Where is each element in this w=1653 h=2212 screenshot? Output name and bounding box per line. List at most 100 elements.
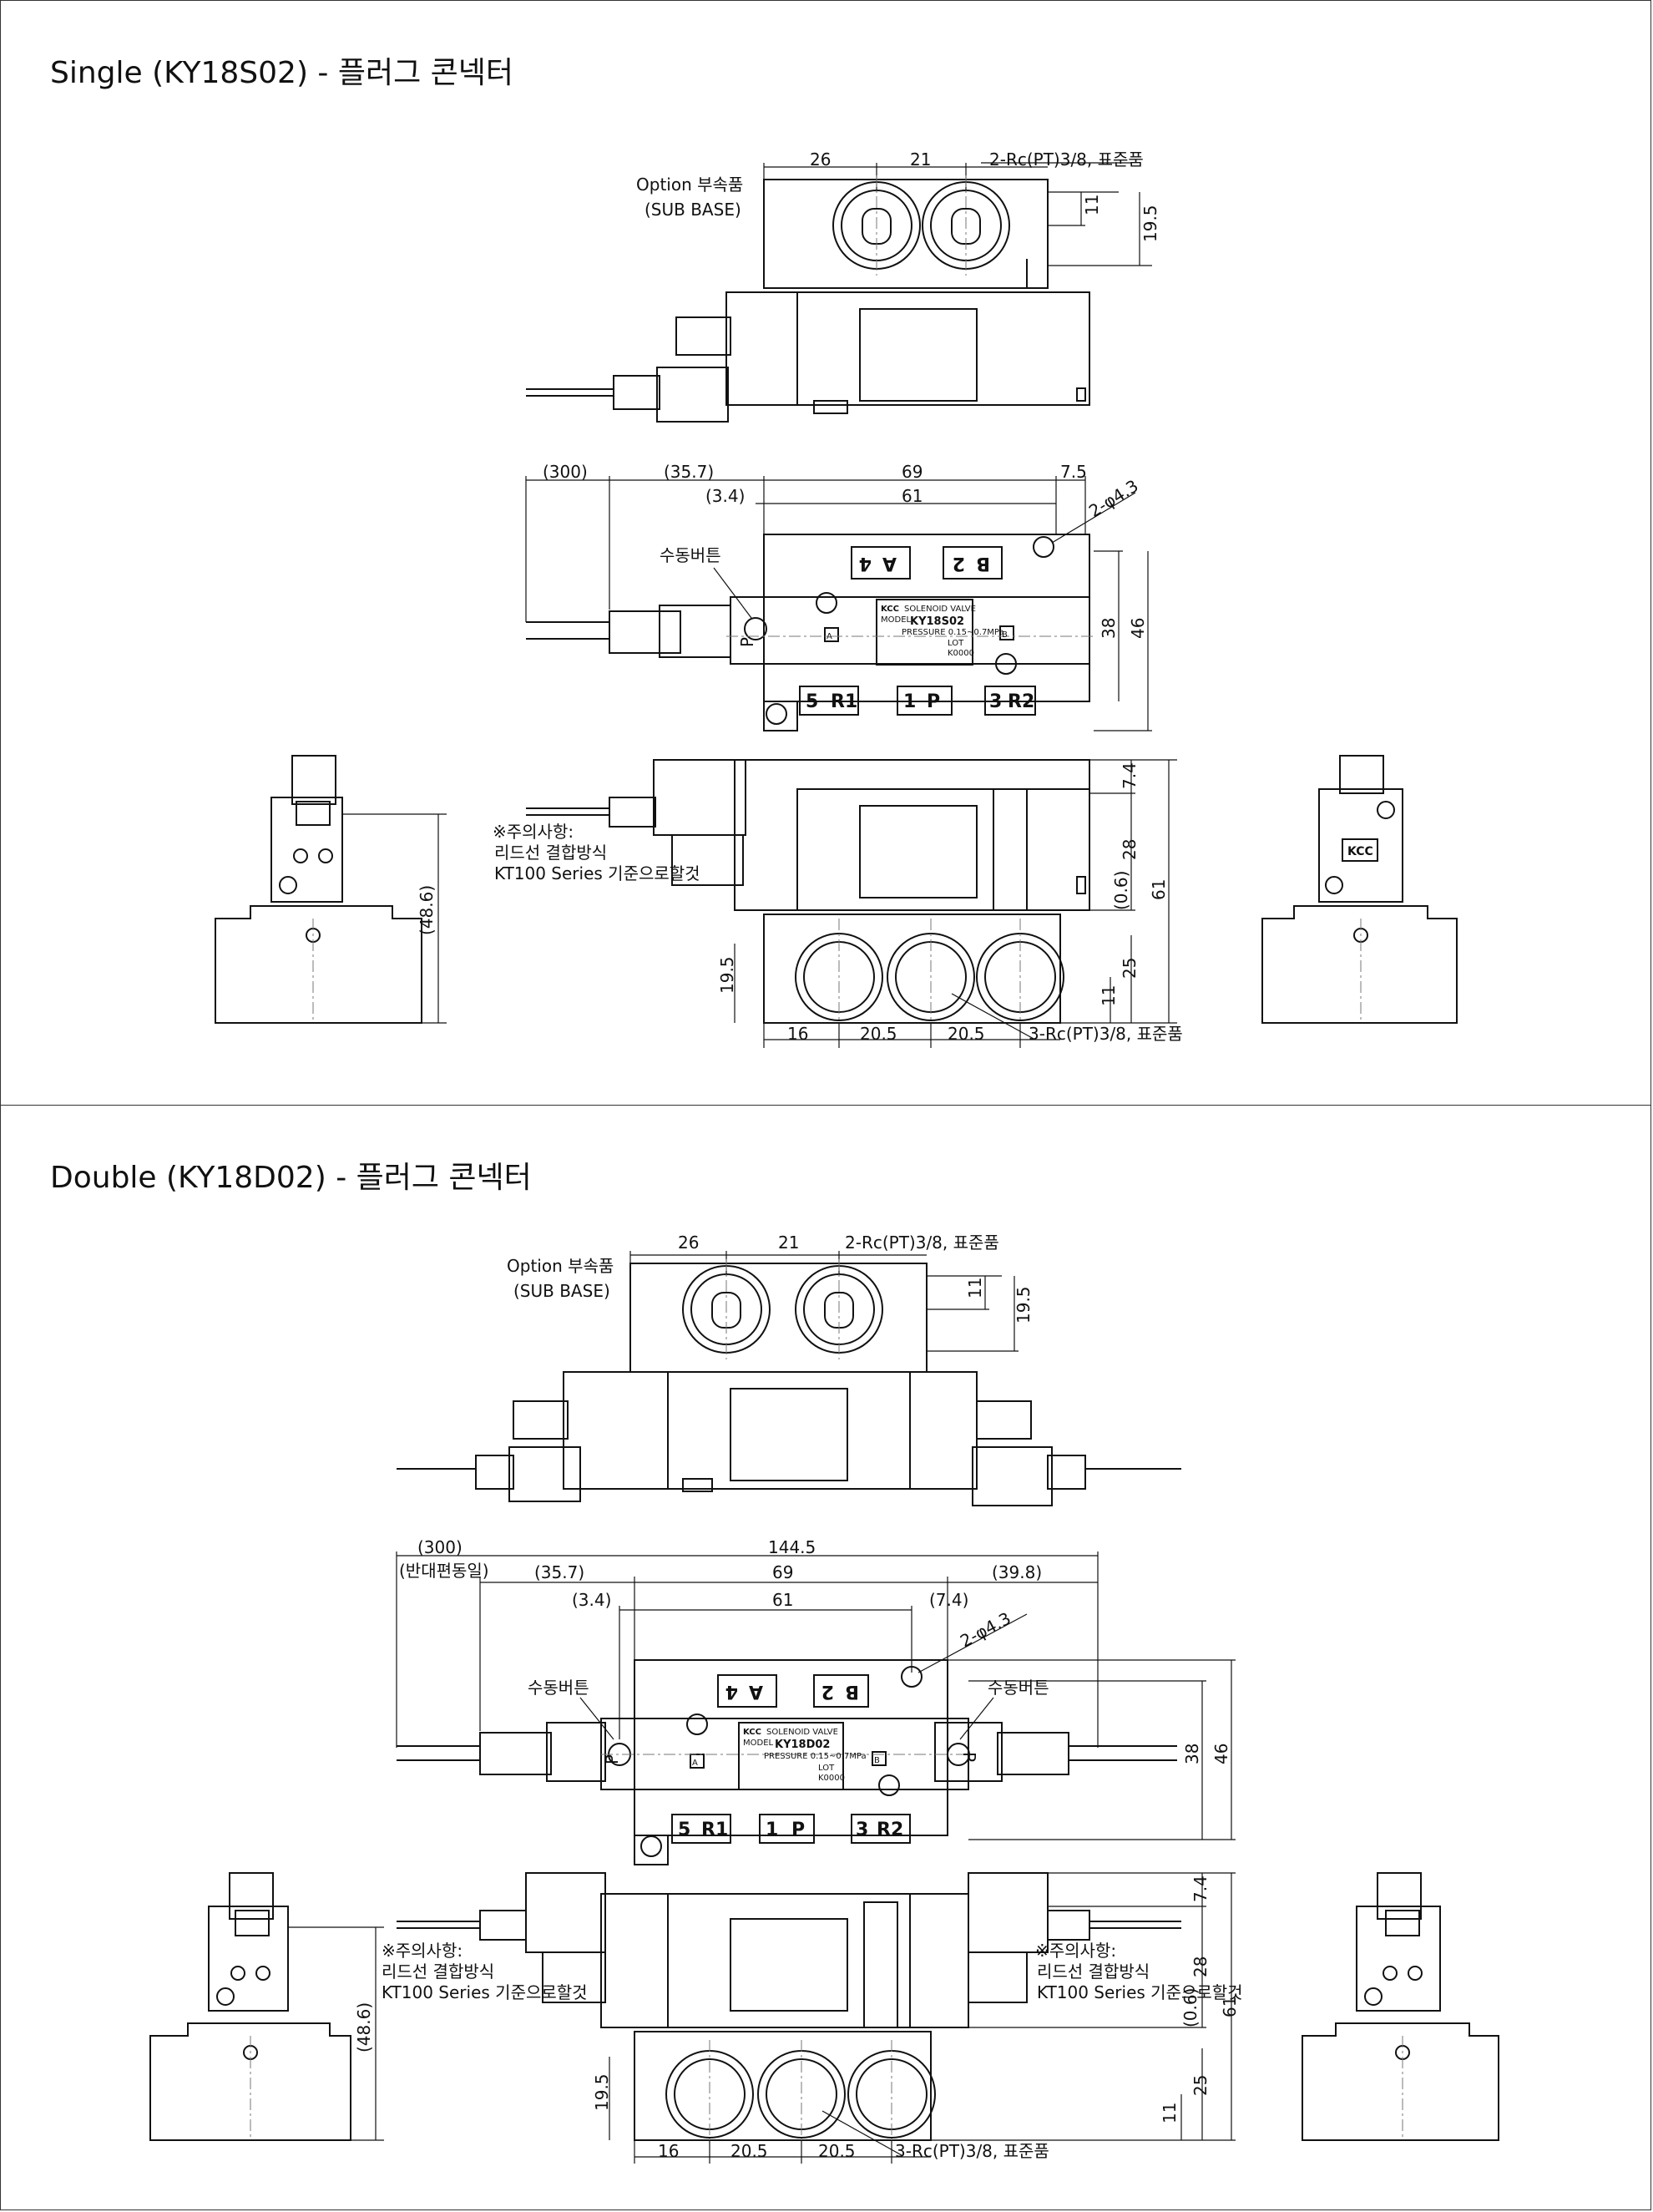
dim-06: (0.6) — [1111, 871, 1131, 910]
d-dim-74p: (7.4) — [929, 1590, 968, 1610]
dim-75: 7.5 — [1060, 462, 1087, 482]
d-dim-1445: 144.5 — [768, 1537, 816, 1557]
right-end-logo: KCC — [1347, 845, 1373, 858]
d-dim-61b: 61 — [1220, 1997, 1240, 2017]
d-option-label: Option 부속품 — [507, 1256, 614, 1276]
d-nameplate-model: KY18D02 — [775, 1739, 830, 1751]
hole-label: 2-φ4.3 — [1085, 475, 1142, 521]
d-note-line1: 리드선 결합방식 — [382, 1961, 494, 1982]
d-port-A: A — [749, 1681, 763, 1702]
dim-top-11: 11 — [1082, 195, 1102, 215]
d-port-P: P — [791, 1820, 805, 1840]
port-1: 1 — [903, 691, 916, 712]
dim-69: 69 — [902, 462, 923, 482]
d-port-top-label: 2-Rc(PT)3/8, 표준품 — [845, 1233, 999, 1253]
d-dim-69: 69 — [772, 1562, 793, 1582]
port-4: 4 — [859, 553, 872, 574]
d-hole-label: 2-φ4.3 — [957, 1608, 1014, 1652]
d-note2-line1: 리드선 결합방식 — [1037, 1961, 1150, 1982]
d-dim-357: (35.7) — [534, 1562, 584, 1582]
port-bottom-label: 3-Rc(PT)3/8, 표준품 — [1029, 1024, 1183, 1044]
port-5: 5 — [806, 691, 818, 712]
d-mark-p-left: P — [602, 1754, 622, 1764]
dim-61: 61 — [902, 486, 923, 506]
mark-p: P — [737, 637, 757, 647]
d-port-4: 4 — [725, 1681, 738, 1702]
note-title: ※주의사항: — [493, 822, 574, 842]
dim-46: 46 — [1128, 618, 1148, 639]
nameplate-model-caption: MODEL — [881, 615, 912, 625]
d-mark-a: A — [692, 1759, 698, 1768]
dim-25: 25 — [1120, 958, 1140, 979]
nameplate-title: SOLENOID VALVE — [904, 605, 976, 614]
d-dim-195: 19.5 — [592, 2073, 612, 2111]
d-port-R1: R1 — [701, 1820, 728, 1840]
d-dim-205b: 20.5 — [818, 2141, 856, 2161]
option-label: Option 부속품 — [636, 175, 743, 195]
nameplate-model: KY18S02 — [910, 615, 964, 628]
d-port-R2: R2 — [877, 1820, 903, 1840]
dim-357: (35.7) — [664, 462, 714, 482]
dim-38: 38 — [1099, 618, 1119, 639]
dim-300: (300) — [543, 462, 588, 482]
d-nameplate-lot: LOT — [818, 1764, 835, 1773]
d-nameplate-pressure: PRESSURE 0.15~0.7MPa — [764, 1752, 867, 1761]
double-drawing: 26 21 2-Rc(PT)3/8, 표준품 Option 부속품 (SUB B… — [149, 1233, 1499, 2164]
d-dim-top-11: 11 — [965, 1278, 985, 1298]
d-nameplate-lot-code: K0000 — [818, 1774, 845, 1783]
single-title: Single (KY18S02) - 플러그 콘넥터 — [50, 56, 514, 90]
d-port-5: 5 — [678, 1820, 690, 1840]
brand-logo: KCC — [881, 605, 899, 614]
d-nameplate-title: SOLENOID VALVE — [766, 1728, 838, 1737]
dim-205a: 20.5 — [860, 1024, 897, 1044]
d-port-B: B — [845, 1681, 859, 1702]
d-dim-300: (300) — [417, 1537, 463, 1557]
d-dim-398: (39.8) — [992, 1562, 1042, 1582]
port-R2: R2 — [1008, 691, 1034, 712]
port-B: B — [976, 553, 990, 574]
d-note2-line2: KT100 Series 기준으로할것 — [1037, 1982, 1243, 2002]
d-dim-top-21: 21 — [778, 1233, 799, 1253]
d-dim-205a: 20.5 — [730, 2141, 768, 2161]
port-top-label: 2-Rc(PT)3/8, 표준품 — [989, 149, 1144, 170]
d-mark-p-right: P — [959, 1752, 979, 1762]
dim-28: 28 — [1120, 839, 1140, 860]
d-note2-title: ※주의사항: — [1035, 1941, 1116, 1961]
dim-11: 11 — [1099, 985, 1119, 1006]
port-3: 3 — [989, 691, 1002, 712]
d-port-2: 2 — [821, 1681, 834, 1702]
d-port-3: 3 — [856, 1820, 868, 1840]
nameplate-pressure: PRESSURE 0.15~0.7MPa — [902, 628, 1004, 637]
dim-205b: 20.5 — [948, 1024, 985, 1044]
dim-top-21: 21 — [910, 149, 931, 170]
d-brand-logo: KCC — [743, 1728, 761, 1737]
dim-top-195: 19.5 — [1140, 205, 1160, 242]
d-nameplate-model-caption: MODEL — [743, 1739, 774, 1748]
port-2: 2 — [953, 553, 965, 574]
d-port-bottom-label: 3-Rc(PT)3/8, 표준품 — [895, 2141, 1049, 2161]
single-drawing: 26 21 2-Rc(PT)3/8, 표준품 Option 부속품 (SUB B… — [215, 149, 1458, 1048]
d-dim-28: 28 — [1190, 1956, 1211, 1977]
dim-486: (48.6) — [417, 885, 437, 935]
d-dim-06: (0.6) — [1180, 1988, 1201, 2027]
dim-74: 7.4 — [1120, 762, 1140, 789]
manual-button-label: 수동버튼 — [660, 545, 721, 565]
d-mark-b: B — [874, 1756, 880, 1765]
double-panel — [0, 1105, 1651, 2210]
d-dim-486: (48.6) — [354, 2002, 374, 2053]
d-dim-top-195: 19.5 — [1014, 1286, 1034, 1324]
note-line1: 리드선 결합방식 — [494, 843, 607, 863]
dim-top-26: 26 — [810, 149, 831, 170]
d-dim-top-26: 26 — [678, 1233, 699, 1253]
port-A: A — [882, 553, 897, 574]
d-note-title: ※주의사항: — [382, 1941, 463, 1961]
mark-b: B — [1002, 630, 1008, 640]
d-dim-46: 46 — [1211, 1744, 1231, 1764]
d-dim-34: (3.4) — [572, 1590, 611, 1610]
note-line2: KT100 Series 기준으로할것 — [494, 863, 700, 883]
d-dim-25: 25 — [1190, 2075, 1211, 2096]
d-sub-base-label: (SUB BASE) — [513, 1281, 610, 1301]
nameplate-lot-code: K0000 — [948, 649, 974, 658]
d-dim-16: 16 — [658, 2141, 679, 2161]
d-manual-button-right: 수동버튼 — [988, 1678, 1049, 1698]
